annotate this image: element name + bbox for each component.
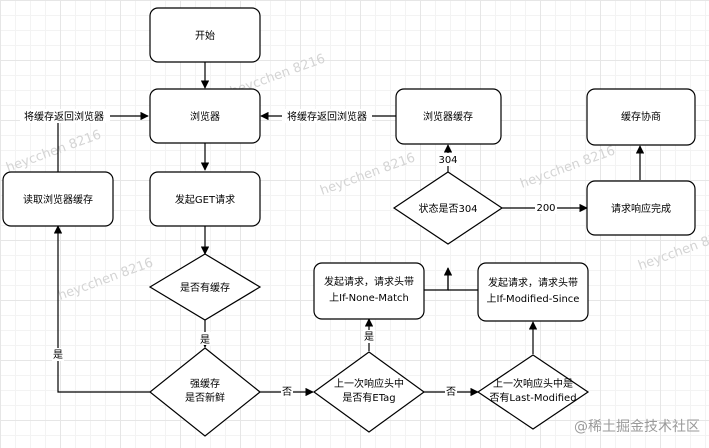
node-request-done: 请求响应完成 [586,180,696,236]
node-label-line1: 上一次响应头中 [334,377,404,390]
edge-label-return-middle: 将缓存返回浏览器 [287,110,367,123]
edge-label-yes-etag: 是 [364,331,374,343]
node-req-none-match: 发起请求，请求头带 上If-None-Match [313,262,425,320]
credit-watermark: @稀土掘金技术社区 [574,419,700,435]
node-label: 请求响应完成 [611,202,671,215]
edge-label-no-etag: 否 [446,386,456,398]
edge-strong-readcache [53,225,150,393]
node-label: 浏览器 [190,110,220,123]
edge-label-no-fresh: 否 [282,386,292,398]
node-lastmod-check: 上一次响应头中是 否有Last-Modified [476,354,590,430]
node-label-line2: 上If-None-Match [329,292,409,304]
edge-labels: 将缓存返回浏览器 将缓存返回浏览器 304 200 是 是 否 是 否 [20,109,557,398]
node-has-cache: 是否有缓存 [148,253,262,321]
node-label-line2: 上If-Modified-Since [487,293,580,305]
node-label: 发起GET请求 [175,193,235,206]
edge-nonematch-join [424,268,449,291]
node-status-304: 状态是否304 [392,171,504,245]
edge-label-yes-has-cache: 是 [200,334,210,346]
node-label-line2: 否有Last-Modified [489,391,576,404]
node-strong-cache: 强缓存 是否新鲜 [149,347,261,437]
node-start: 开始 [149,7,261,63]
watermark: heycchen 8216 [4,127,103,175]
node-label-line1: 上一次响应头中是 [493,377,573,390]
node-label: 缓存协商 [621,110,661,123]
node-label: 读取浏览器缓存 [23,193,93,206]
node-negotiate: 缓存协商 [586,88,696,146]
node-label: 状态是否304 [418,202,477,215]
node-req-mod-since: 发起请求，请求头带 上If-Modified-Since [477,262,589,322]
node-label-line2: 是否有ETag [342,391,395,404]
node-read-cache: 读取浏览器缓存 [2,171,114,227]
node-etag-check: 上一次响应头中 是否有ETag [312,351,426,433]
edge-label-304: 304 [438,155,457,166]
node-label-line2: 是否新鲜 [185,391,225,404]
edge-label-yes-fresh: 是 [53,349,63,361]
node-label: 是否有缓存 [180,281,230,294]
node-label: 开始 [195,29,215,42]
watermark: heycchen 8216 [56,255,155,303]
node-browser: 浏览器 [149,88,261,144]
node-label-line1: 发起请求，请求头带 [324,275,414,288]
node-browser-cache: 浏览器缓存 [395,88,502,145]
node-label-line1: 强缓存 [190,377,220,390]
node-label: 浏览器缓存 [423,110,473,123]
node-label-line1: 发起请求，请求头带 [488,276,578,289]
node-send-get: 发起GET请求 [149,171,261,227]
watermark: heycchen 8216 [318,150,417,198]
edge-label-return-left: 将缓存返回浏览器 [24,110,104,123]
edge-label-200: 200 [536,203,555,214]
